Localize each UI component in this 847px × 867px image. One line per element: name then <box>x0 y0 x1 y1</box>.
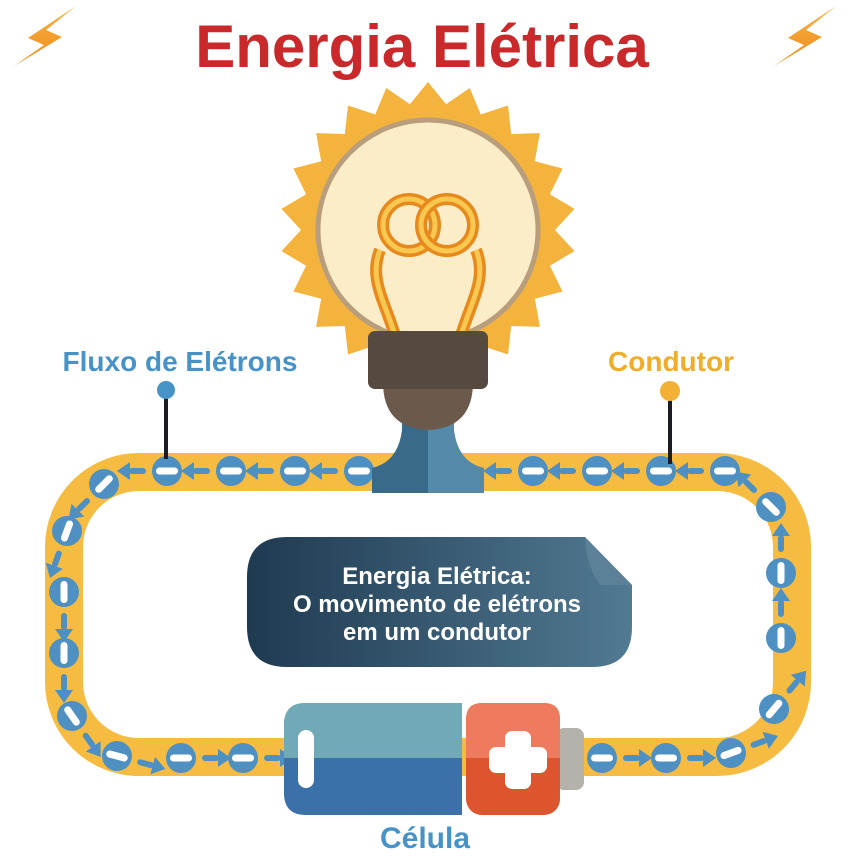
electron-icon <box>735 471 786 522</box>
electron-icon <box>766 588 796 653</box>
lightning-bolt-icon <box>774 6 836 66</box>
minus-sign-icon <box>60 520 74 542</box>
callout-line-2: O movimento de elétrons <box>293 591 581 618</box>
electron-icon <box>547 456 612 486</box>
definition-callout: Energia Elétrica: O movimento de elétron… <box>247 537 632 667</box>
flow-arrow-icon <box>772 523 790 552</box>
minus-sign-icon <box>650 467 672 475</box>
minus-sign-icon <box>720 746 742 760</box>
bulb-socket <box>368 331 488 389</box>
electron-icon <box>57 701 101 757</box>
minus-sign-icon <box>777 627 785 649</box>
minus-sign-icon <box>777 562 785 584</box>
electron-icon <box>45 516 82 578</box>
electron-icon <box>611 456 676 486</box>
flow-arrow-icon <box>45 550 63 578</box>
electron-icon <box>102 741 166 775</box>
electron-icon <box>166 743 231 773</box>
conductor-pointer: Condutor <box>608 346 734 464</box>
flow-arrow-icon <box>750 731 778 749</box>
flow-arrow-icon <box>623 749 652 767</box>
electron-icon <box>181 456 246 486</box>
electron-icon <box>117 456 182 486</box>
flow-arrow-icon <box>772 588 790 617</box>
minus-sign-icon <box>156 467 178 475</box>
flow-arrow-icon <box>117 462 146 480</box>
electron-icon <box>675 456 740 486</box>
minus-sign-icon <box>591 754 613 762</box>
light-bulb-icon <box>281 82 575 493</box>
minus-sign-icon <box>765 699 783 719</box>
flow-arrow-icon <box>483 462 512 480</box>
lightning-bolt-icon <box>14 6 76 66</box>
cell-label: Célula <box>380 822 470 855</box>
flow-arrow-icon <box>181 462 210 480</box>
flow-arrow-icon <box>786 670 807 694</box>
electron-icon <box>49 638 79 703</box>
battery-negative-side-top <box>284 703 462 758</box>
flow-arrow-icon <box>55 613 73 642</box>
minus-sign-icon <box>220 467 242 475</box>
flow-arrow-icon <box>137 756 166 775</box>
electron-icon <box>483 456 548 486</box>
flow-arrow-icon <box>202 749 231 767</box>
minus-sign-icon <box>348 467 370 475</box>
flow-arrow-icon <box>611 462 640 480</box>
bulb-glass <box>315 117 541 343</box>
socket-bowl <box>383 382 473 430</box>
electron-icon <box>587 743 652 773</box>
minus-sign-icon <box>95 475 113 493</box>
electron-icon <box>68 469 119 520</box>
flow-arrow-icon <box>309 462 338 480</box>
minus-sign-icon <box>714 467 736 475</box>
electron-flow-label: Fluxo de Elétrons <box>63 346 298 377</box>
electron-flow-group <box>45 456 807 775</box>
minus-terminal-icon <box>298 730 314 788</box>
minus-sign-icon <box>232 754 254 762</box>
minus-sign-icon <box>655 754 677 762</box>
minus-sign-icon <box>586 467 608 475</box>
minus-sign-icon <box>170 754 192 762</box>
minus-sign-icon <box>60 642 68 664</box>
pointer-dot <box>660 381 680 401</box>
flow-arrow-icon <box>82 732 101 757</box>
flow-arrow-icon <box>245 462 274 480</box>
minus-sign-icon <box>762 498 780 516</box>
electron-icon <box>49 577 79 642</box>
flow-arrow-icon <box>687 749 716 767</box>
minus-sign-icon <box>60 581 68 603</box>
battery-icon: Célula <box>284 703 584 855</box>
flow-arrow-icon <box>675 462 704 480</box>
minus-sign-icon <box>106 750 128 762</box>
page-title: Energia Elétrica <box>195 13 649 80</box>
flow-arrow-icon <box>547 462 576 480</box>
flow-arrow-icon <box>735 471 758 494</box>
folded-corner-icon <box>585 537 632 585</box>
electron-icon <box>759 670 807 724</box>
flow-arrow-icon <box>68 497 91 520</box>
minus-sign-icon <box>522 467 544 475</box>
minus-sign-icon <box>284 467 306 475</box>
callout-line-1: Energia Elétrica: <box>342 563 531 590</box>
battery-terminal <box>556 728 584 790</box>
electron-icon <box>716 731 778 768</box>
electron-icon <box>766 523 796 588</box>
callout-box <box>247 537 632 667</box>
electron-icon <box>245 456 310 486</box>
electron-flow-pointer: Fluxo de Elétrons <box>63 346 298 459</box>
electron-icon <box>651 743 716 773</box>
flow-arrow-icon <box>55 674 73 703</box>
plus-terminal-icon <box>489 731 547 789</box>
battery-positive-side-top <box>466 703 560 758</box>
conductor-label: Condutor <box>608 346 734 377</box>
electron-icon <box>309 456 374 486</box>
callout-line-3: em um condutor <box>343 619 531 646</box>
minus-sign-icon <box>64 706 80 726</box>
pointer-dot <box>157 381 175 399</box>
